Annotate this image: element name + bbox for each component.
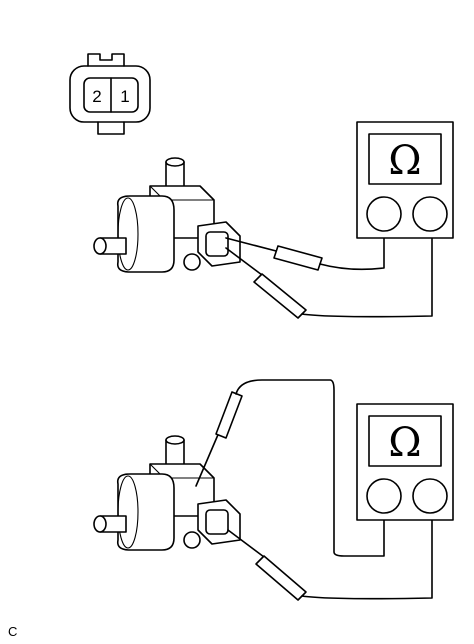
connector-pin-2-label: 2 xyxy=(92,87,101,106)
valve-assembly-top xyxy=(93,157,241,273)
connector-pin-1-label: 1 xyxy=(120,87,129,106)
ohm-symbol-top: Ω xyxy=(388,138,421,184)
valve-assembly-bottom xyxy=(93,435,241,551)
ohm-symbol-bottom: Ω xyxy=(388,420,421,466)
figure-code: C xyxy=(8,624,17,639)
connector-face: 2 1 xyxy=(69,53,151,135)
test-probes-top xyxy=(225,235,433,319)
test-probes-bottom xyxy=(195,379,433,601)
ohmmeter-top: Ω xyxy=(356,121,454,239)
ohmmeter-bottom: Ω xyxy=(356,403,454,521)
